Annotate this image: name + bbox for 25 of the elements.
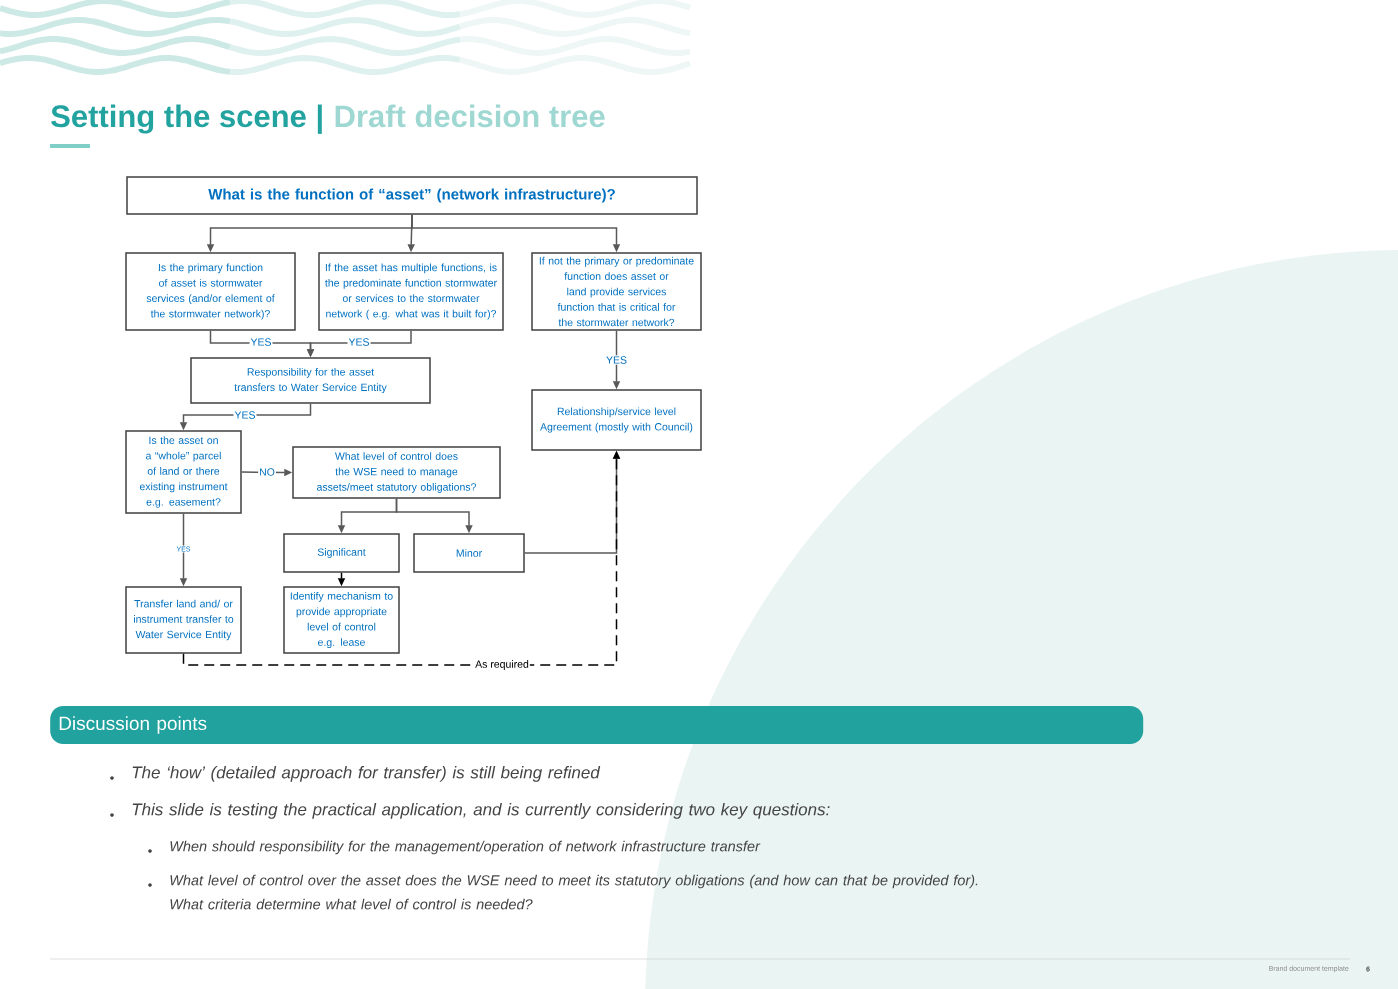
process-box: Responsibility for the asset transfers to Water Service Entity	[190, 357, 431, 404]
bullet-text: This slide is testing the practical application, and is currently considering two key questions:	[132, 803, 830, 819]
bullet-text: When should responsibility for the management/operation of network infrastructure transfer	[170, 840, 761, 855]
question-box: What is the function of “asset” (network infrastructure)?	[126, 176, 698, 215]
process-box: Relationship/service level Agreement (mostly with Council)	[531, 389, 702, 451]
question-box: Is the primary function of asset is stormwater services (and/or element of the stormwater network)?	[125, 252, 296, 331]
question-box: What level of control does the WSE need to manage assets/meet statutory obligations?	[292, 446, 501, 499]
bullet-text: The ‘how’ (detailed approach for transfer) is still being refined	[132, 766, 601, 782]
title: Setting the scene |	[51, 104, 322, 134]
subtitle: Draft decision tree	[335, 104, 605, 128]
banner: Discussion points	[50, 706, 1144, 744]
edge-label: As required	[474, 659, 530, 671]
edge-label: YES	[249, 337, 273, 347]
edge-label: YES	[605, 355, 628, 365]
question-box: If not the primary or predominate function does asset or land provide services function that is critical for the stormwater network?	[531, 252, 702, 331]
process-box: Identify mechanism to provide appropriate level of control e.g. lease	[283, 586, 400, 654]
process-box: Transfer land and/ or instrument transfer to Water Service Entity	[125, 586, 242, 654]
bullet-text: What level of control over the asset does the WSE need to meet its statutory obligations (and how can that be provided for). What criteria determine what level of control is needed?	[170, 874, 978, 910]
question-box: If the asset has multiple functions, is the predominate function stormwater or services to the stormwater network ( e.g. what was it built for)?	[318, 252, 504, 331]
process-box: Significant	[283, 533, 400, 573]
edge-label: NO	[258, 467, 276, 477]
process-box: Minor	[413, 533, 525, 573]
edge-label: YES	[347, 337, 371, 347]
question-box: Is the asset on a “whole” parcel of land or there existing instrument e.g. easement?	[125, 430, 242, 514]
edge-label: YES	[233, 410, 257, 420]
